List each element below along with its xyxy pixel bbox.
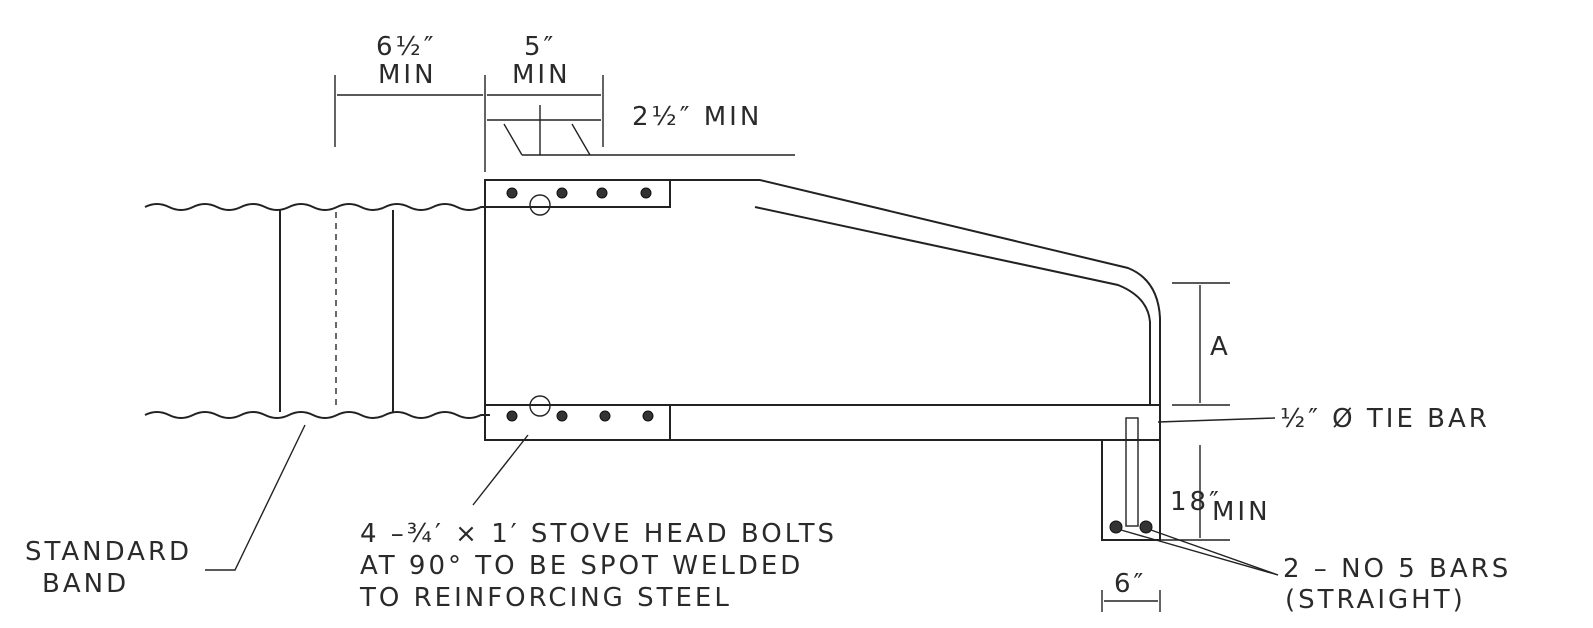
bolt-icon bbox=[556, 187, 568, 199]
tie-bar bbox=[1125, 417, 1139, 527]
dim-25-leader-right bbox=[571, 123, 591, 156]
bolt-head-icon bbox=[529, 395, 551, 417]
bolt-icon bbox=[640, 187, 652, 199]
dim-6-label: 6″ bbox=[1114, 569, 1146, 599]
tie-bar-leader bbox=[1157, 417, 1276, 423]
dim-5-label: 5″ bbox=[524, 32, 556, 62]
dim-18-label: 18″ bbox=[1170, 487, 1222, 517]
reinforcing-bar-icon bbox=[1139, 520, 1153, 534]
bolt-icon bbox=[506, 410, 518, 422]
standard-band-label-2: BAND bbox=[42, 569, 129, 599]
bottom-collar bbox=[484, 404, 671, 441]
bars-leader-1 bbox=[1120, 529, 1279, 576]
bolt-icon bbox=[596, 187, 608, 199]
reinforcing-bar-icon bbox=[1109, 520, 1123, 534]
dim-18-min-label: MIN bbox=[1212, 497, 1271, 527]
pipe-bottom-wavy-line bbox=[144, 411, 490, 419]
bolt-head-icon bbox=[529, 194, 551, 216]
bolt-icon bbox=[599, 410, 611, 422]
bolt-icon bbox=[642, 410, 654, 422]
dim-25-leader-left bbox=[503, 123, 523, 156]
sloped-top-inner bbox=[754, 206, 1151, 405]
bolts-label-1: 4 –¾′ × 1′ STOVE HEAD BOLTS bbox=[360, 519, 837, 549]
bolts-leader bbox=[472, 434, 529, 506]
dim-65-label: 6½″ bbox=[376, 32, 436, 62]
bars-label-1: 2 – NO 5 BARS bbox=[1283, 554, 1511, 584]
bars-label-2: (STRAIGHT) bbox=[1285, 585, 1466, 615]
tie-bar-label: ½″ Ø TIE BAR bbox=[1280, 404, 1490, 434]
bolt-icon bbox=[506, 187, 518, 199]
dim-5-min-label: MIN bbox=[512, 60, 571, 90]
top-collar bbox=[484, 179, 671, 208]
bars-leader-2 bbox=[1150, 529, 1279, 576]
pipe-top-wavy-line bbox=[144, 203, 490, 211]
dim-25-label: 2½″ MIN bbox=[632, 102, 762, 132]
sloped-top-outer bbox=[759, 179, 1161, 405]
bolts-label-3: TO REINFORCING STEEL bbox=[359, 583, 732, 613]
standard-band-leader bbox=[205, 424, 306, 571]
standard-band-label-1: STANDARD bbox=[25, 537, 192, 567]
bolt-icon bbox=[556, 410, 568, 422]
toe-wall bbox=[1101, 439, 1161, 541]
bolts-label-2: AT 90° TO BE SPOT WELDED bbox=[360, 551, 803, 581]
dim-a-label: A bbox=[1210, 332, 1231, 362]
dim-65-min-label: MIN bbox=[378, 60, 437, 90]
